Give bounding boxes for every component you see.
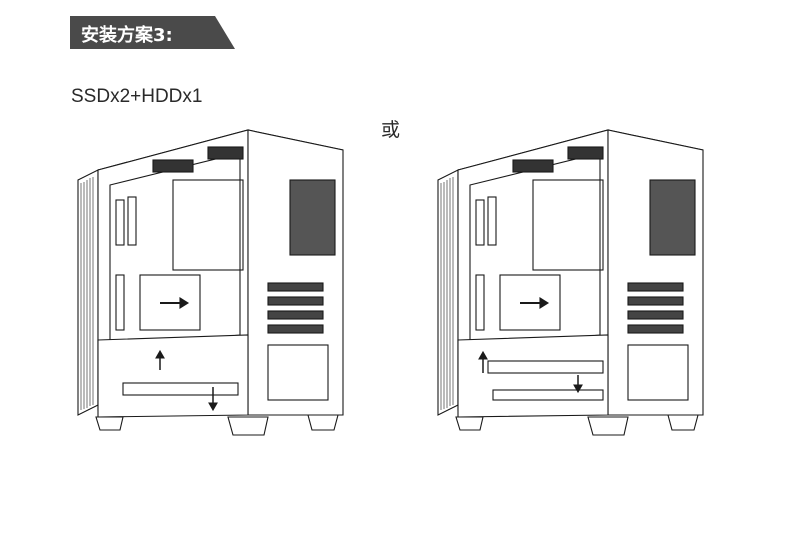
or-separator: 或 bbox=[381, 119, 401, 141]
pc-case-drawing bbox=[437, 129, 704, 436]
case-illustration-option-1 bbox=[68, 125, 358, 440]
pc-case-drawing bbox=[77, 129, 344, 436]
config-label: SSDx2+HDDx1 bbox=[71, 86, 203, 107]
section-title: 安装方案3: bbox=[81, 25, 173, 46]
section-banner: 安装方案3: bbox=[70, 16, 235, 49]
case-illustration-option-2 bbox=[428, 125, 718, 440]
